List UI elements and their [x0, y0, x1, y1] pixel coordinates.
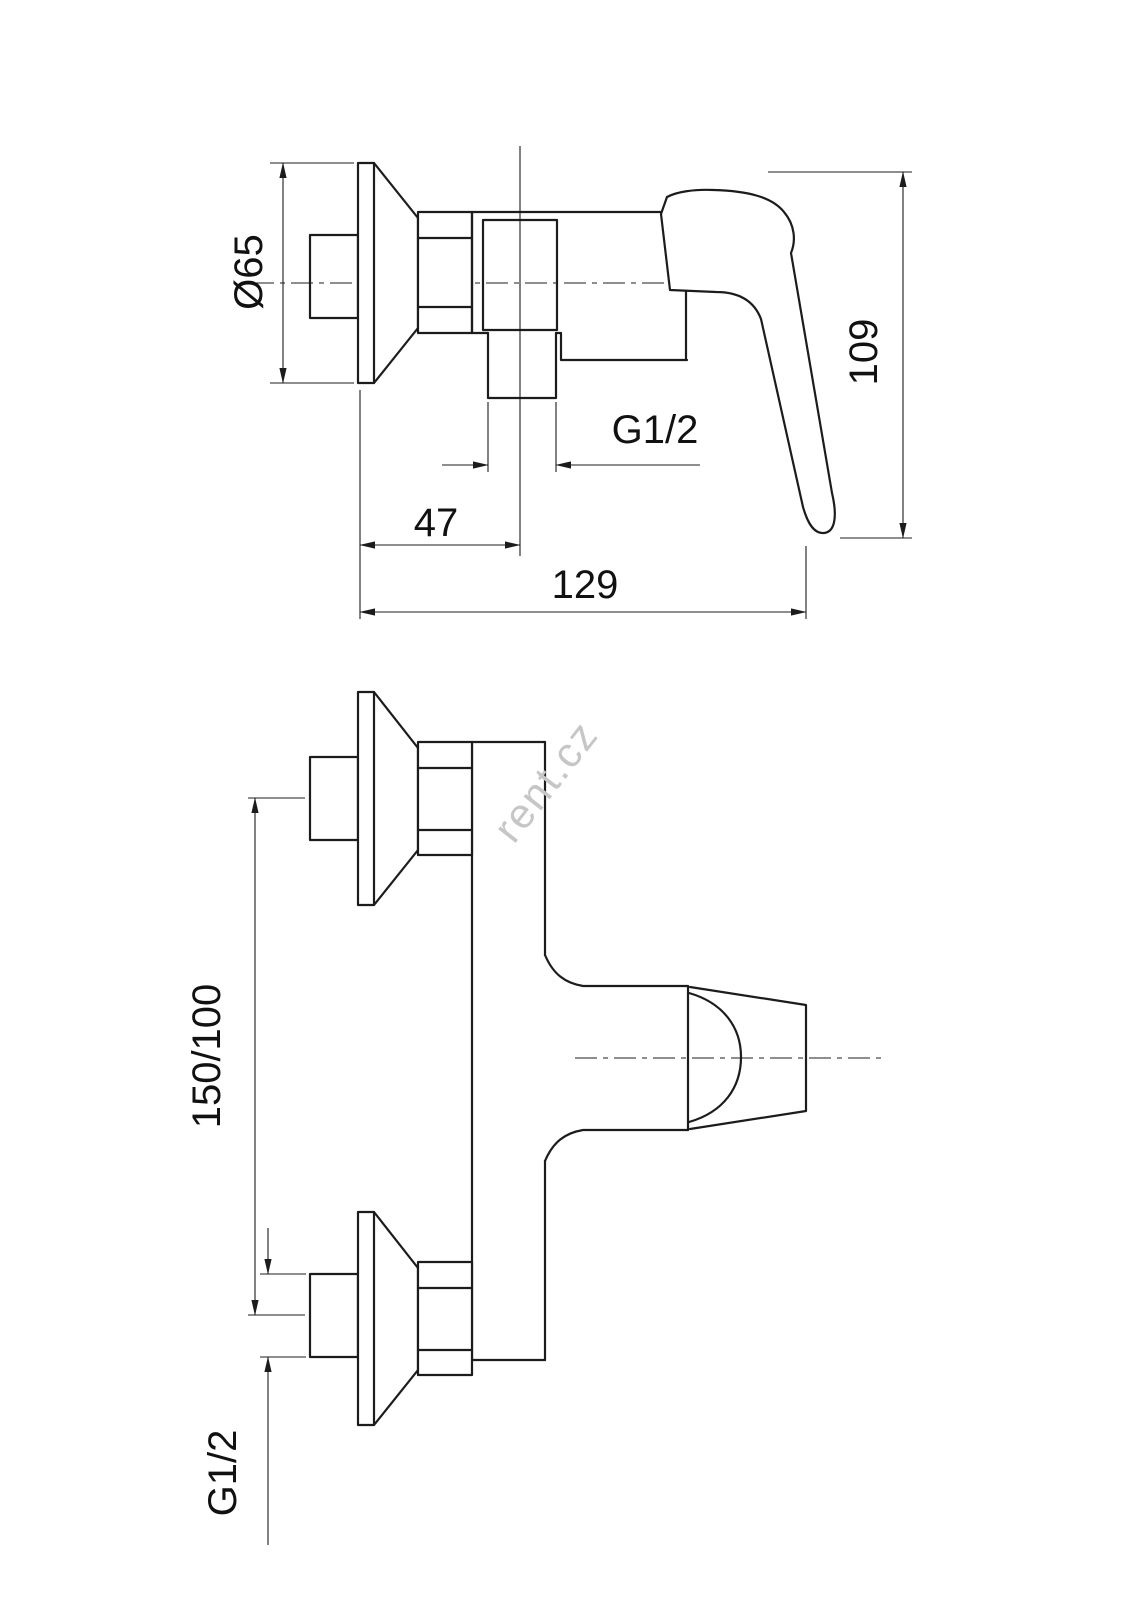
dim-47: 47	[359, 390, 521, 619]
side-view: Ø65 109 G1/2 47 129	[227, 146, 912, 619]
front-top-nut	[416, 740, 474, 857]
front-valve-housing	[686, 984, 743, 1132]
front-view: 150/100 G1/2	[185, 690, 885, 1545]
front-bottom-pipe	[308, 1272, 360, 1359]
front-bottom-escutcheon	[356, 1210, 420, 1427]
side-valve-block	[481, 218, 559, 332]
side-outlet	[486, 331, 558, 400]
side-escutcheon	[356, 161, 420, 385]
side-body-step	[554, 331, 689, 362]
front-handle-knob	[688, 985, 808, 1131]
dim-height-109: 109	[768, 171, 912, 539]
dim-thread-g12-bottom: G1/2	[201, 1228, 306, 1545]
dim-129: 129	[359, 546, 807, 619]
dim-thread-g12-top: G1/2	[442, 402, 700, 472]
dim-outlet-thread-label: G1/2	[612, 408, 699, 452]
dim-spacing-150-100: 150/100	[185, 797, 305, 1316]
front-bottom-nut	[416, 1260, 474, 1377]
front-top-pipe	[308, 755, 360, 842]
front-handle-dome-arc	[687, 991, 743, 1124]
side-body	[470, 210, 690, 362]
dim-diameter-label: Ø65	[227, 234, 271, 310]
dim-spacing-label: 150/100	[185, 984, 229, 1129]
dim-47-label: 47	[414, 501, 459, 545]
side-wall-pipe	[308, 233, 360, 320]
dim-inlet-thread-label: G1/2	[201, 1430, 245, 1517]
dim-height-label: 109	[842, 319, 886, 386]
side-handle-lever	[659, 188, 836, 535]
dim-129-label: 129	[552, 563, 619, 607]
front-top-escutcheon	[356, 690, 420, 907]
dim-diameter: Ø65	[227, 162, 354, 384]
side-hex-nut	[416, 210, 474, 335]
